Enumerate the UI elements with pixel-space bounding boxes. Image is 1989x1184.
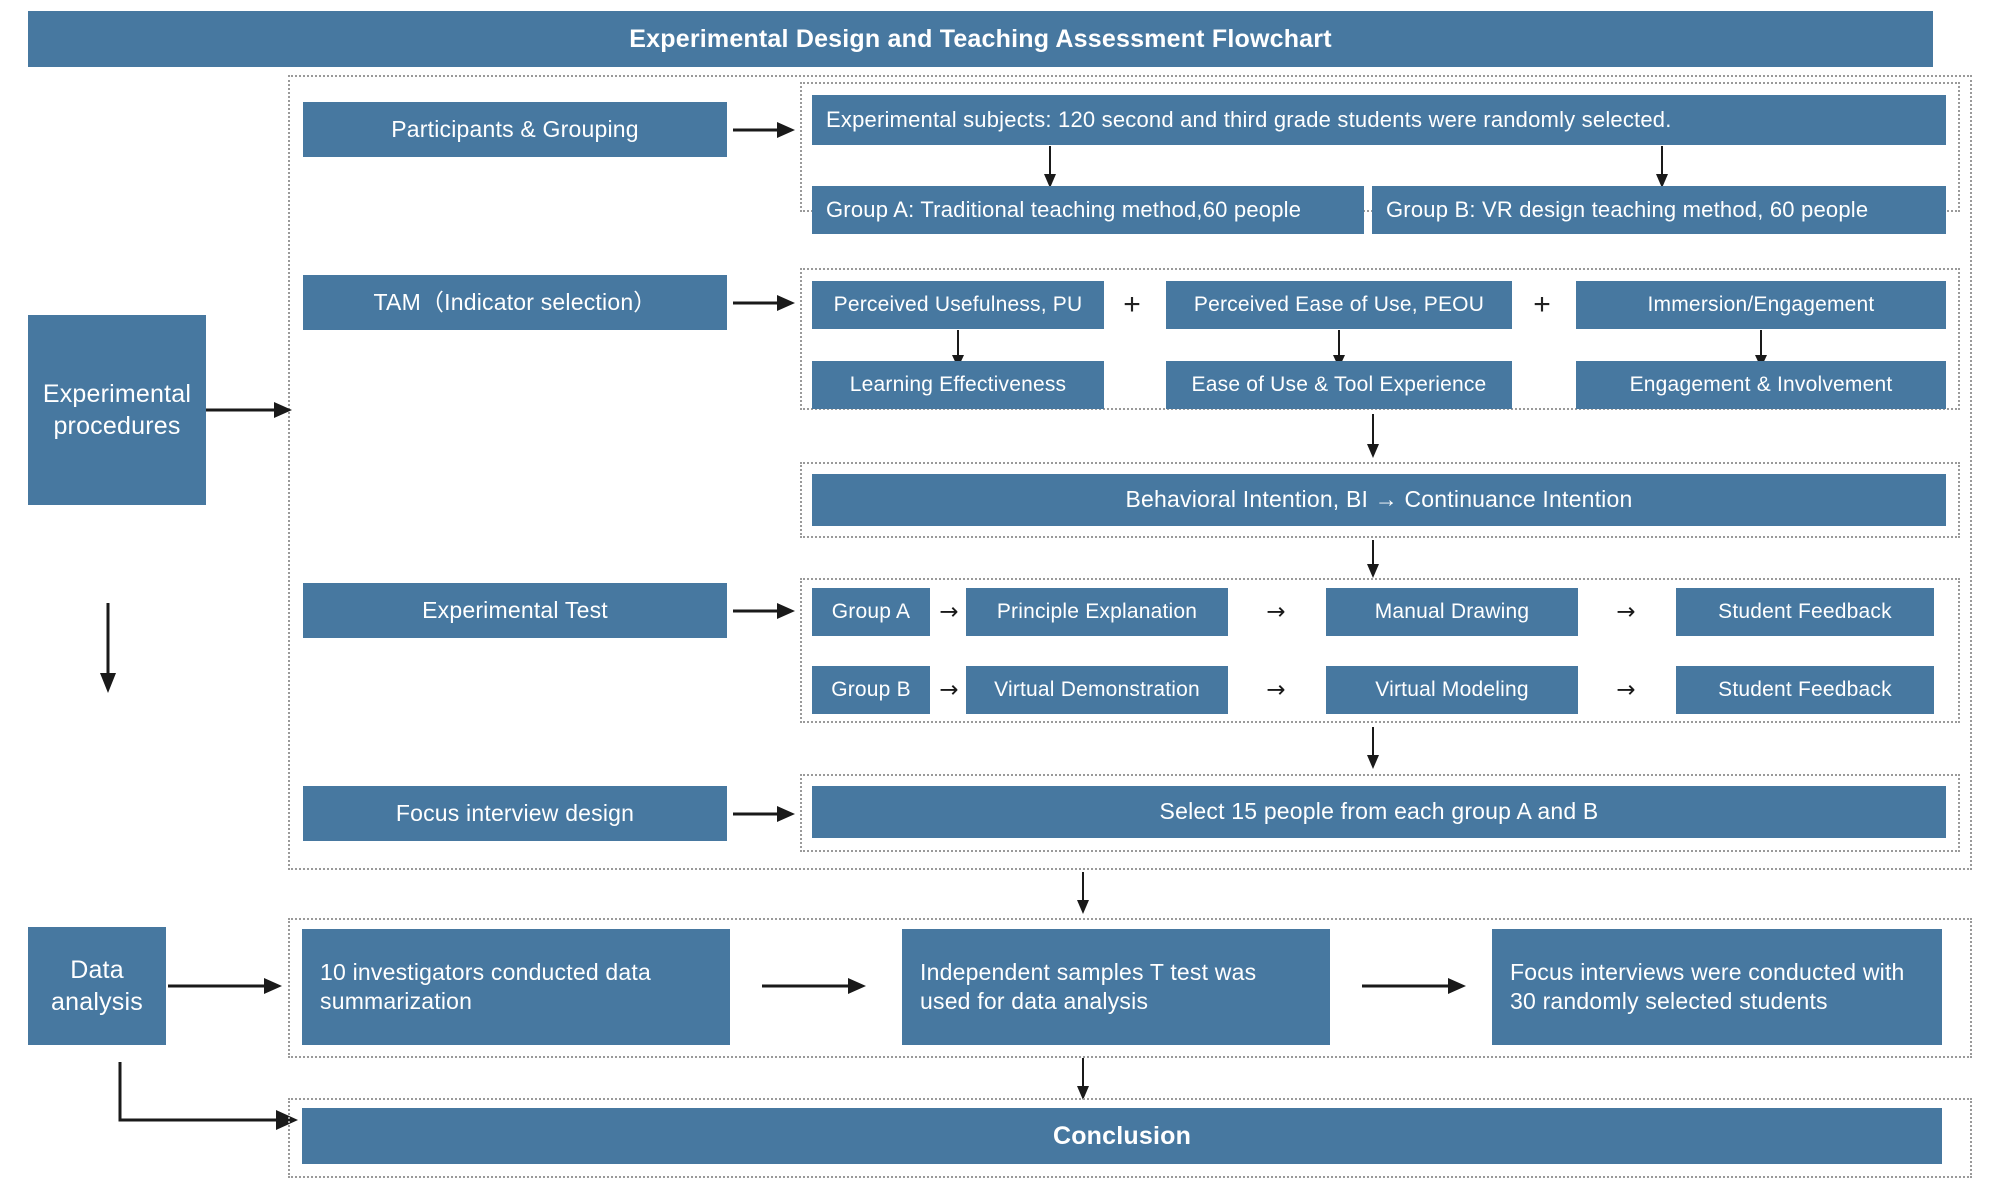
experimental-test-frame <box>800 578 1960 723</box>
row-label-tam: TAM（Indicator selection） <box>303 275 727 330</box>
arrow-test-to-focus-interview <box>1363 727 1383 769</box>
test-row-b-step-0: Virtual Demonstration <box>966 666 1228 714</box>
test-row-a-arrow-2: → <box>1616 599 1636 625</box>
test-row-a-step-2: Student Feedback <box>1676 588 1934 636</box>
experimental-procedures-frame <box>288 75 1972 870</box>
arrow-participants-label-to-content <box>733 118 795 142</box>
arrow-procedures-to-data-analysis <box>95 603 121 693</box>
row-label-focus-interview: Focus interview design <box>303 786 727 841</box>
tam-plus-0: + <box>1123 288 1141 321</box>
tam-top-2: Immersion/Engagement <box>1576 281 1946 329</box>
conclusion-box: Conclusion <box>302 1108 1942 1164</box>
tam-frame <box>800 268 1960 410</box>
stage-data-analysis: Data analysis <box>28 927 166 1045</box>
test-group-b-label: Group B <box>812 666 930 714</box>
test-row-b-arrow-0: → <box>939 677 959 703</box>
row-label-experimental-test: Experimental Test <box>303 583 727 638</box>
data-analysis-step-0: 10 investigators conducted data summariz… <box>302 929 730 1045</box>
arrow-behavioral-intention-to-test <box>1363 540 1383 578</box>
data-analysis-frame <box>288 918 1972 1058</box>
focus-interview-selection-box: Select 15 people from each group A and B <box>812 786 1946 838</box>
arrow-analysis-to-conclusion <box>1073 1058 1093 1100</box>
conclusion-frame <box>288 1098 1972 1178</box>
focus-interview-frame <box>800 774 1960 852</box>
stage-experimental-procedures: Experimental procedures <box>28 315 206 505</box>
experimental-subjects-box: Experimental subjects: 120 second and th… <box>812 95 1946 145</box>
behavioral-intention-box: Behavioral Intention, BI → Continuance I… <box>812 474 1946 526</box>
test-group-a-label: Group A <box>812 588 930 636</box>
arrow-procedures-to-frame <box>206 398 292 422</box>
arrow-tam-label-to-content <box>733 291 795 315</box>
arrow-data-analysis-to-steps <box>168 974 282 998</box>
test-row-a-arrow-0: → <box>939 599 959 625</box>
arrow-procedures-to-analysis-frame <box>1073 872 1093 914</box>
row-label-participants: Participants & Grouping <box>303 102 727 157</box>
test-row-b-step-2: Student Feedback <box>1676 666 1934 714</box>
test-row-a-arrow-1: → <box>1266 599 1286 625</box>
tam-bottom-0: Learning Effectiveness <box>812 361 1104 409</box>
arrow-analysis-step-1-to-2 <box>1362 974 1466 998</box>
behavioral-intention-frame <box>800 462 1960 538</box>
arrow-subjects-to-group-b <box>1652 146 1672 188</box>
tam-bottom-1: Ease of Use & Tool Experience <box>1166 361 1512 409</box>
data-analysis-step-2: Focus interviews were conducted with 30 … <box>1492 929 1942 1045</box>
arrow-elbow-to-conclusion <box>118 1060 298 1140</box>
test-row-b-arrow-2: → <box>1616 677 1636 703</box>
test-row-a-step-1: Manual Drawing <box>1326 588 1578 636</box>
page-title: Experimental Design and Teaching Assessm… <box>28 11 1933 67</box>
arrow-focus-label-to-content <box>733 802 795 826</box>
arrow-analysis-step-0-to-1 <box>762 974 866 998</box>
arrow-tam-to-behavioral-intention <box>1363 414 1383 458</box>
test-row-b-arrow-1: → <box>1266 677 1286 703</box>
tam-top-1: Perceived Ease of Use, PEOU <box>1166 281 1512 329</box>
arrow-test-label-to-content <box>733 599 795 623</box>
data-analysis-step-1: Independent samples T test was used for … <box>902 929 1330 1045</box>
tam-plus-1: + <box>1533 288 1551 321</box>
tam-bottom-2: Engagement & Involvement <box>1576 361 1946 409</box>
group-b-box: Group B: VR design teaching method, 60 p… <box>1372 186 1946 234</box>
test-row-b-step-1: Virtual Modeling <box>1326 666 1578 714</box>
group-a-box: Group A: Traditional teaching method,60 … <box>812 186 1364 234</box>
tam-top-0: Perceived Usefulness, PU <box>812 281 1104 329</box>
test-row-a-step-0: Principle Explanation <box>966 588 1228 636</box>
arrow-subjects-to-group-a <box>1040 146 1060 188</box>
